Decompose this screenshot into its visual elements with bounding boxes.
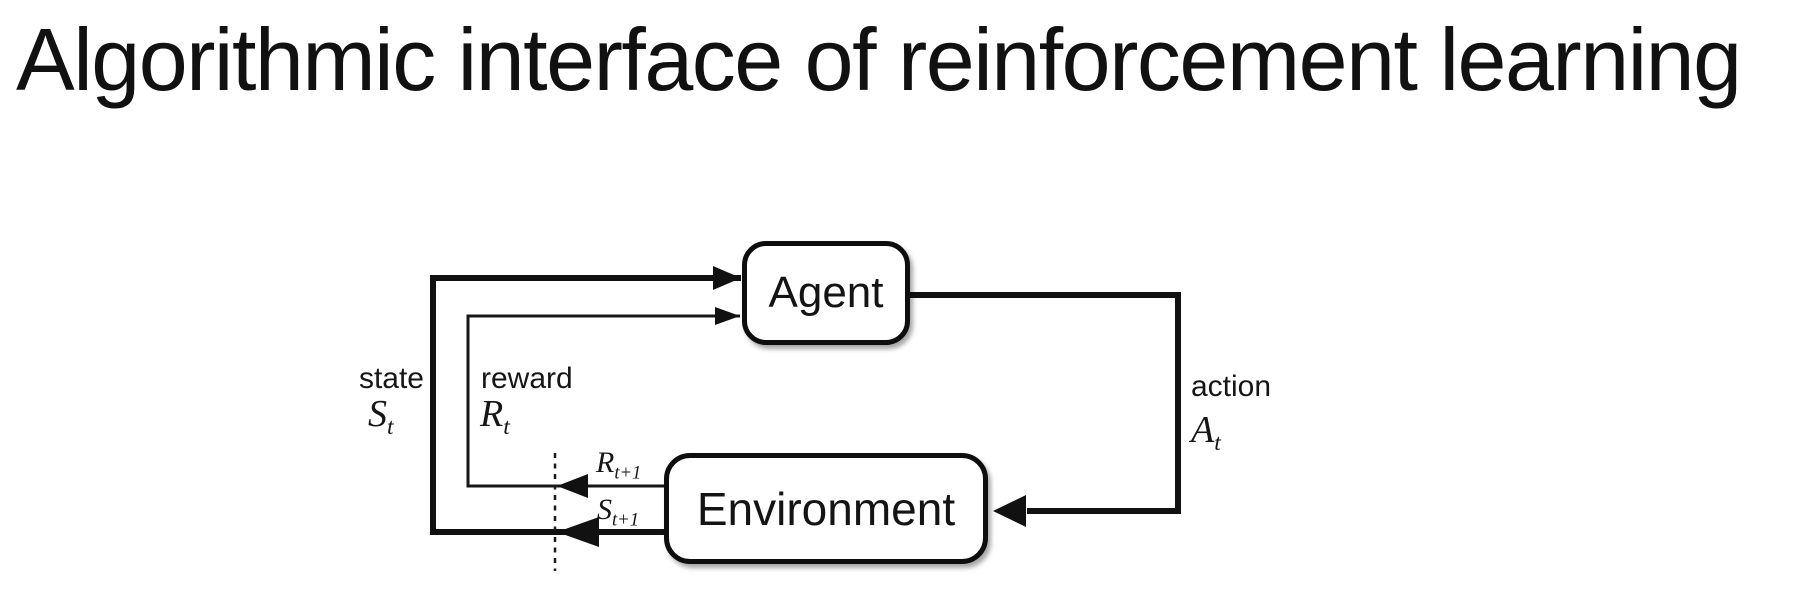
slide-title: Algorithmic interface of reinforcement l… <box>16 10 1742 109</box>
action-symbol: At <box>1191 409 1221 455</box>
next-state-symbol-letter: S <box>597 493 612 526</box>
agent-box: Agent <box>742 241 910 345</box>
next-reward-symbol: Rt+1 <box>596 446 641 483</box>
state-symbol-letter: S <box>368 393 387 435</box>
action-symbol-letter: A <box>1191 409 1215 451</box>
reward-label: reward <box>481 362 573 395</box>
arrowhead-action-to-environment-icon <box>993 495 1026 527</box>
action-label: action <box>1191 370 1272 403</box>
state-loop-line <box>430 275 741 535</box>
next-state-symbol-subscript: t+1 <box>612 509 640 531</box>
environment-box: Environment <box>664 453 988 564</box>
next-reward-symbol-subscript: t+1 <box>614 462 642 484</box>
arrowhead-state-to-agent-icon <box>713 266 741 290</box>
arrowhead-next-state-icon <box>557 517 599 547</box>
next-state-symbol: St+1 <box>597 493 639 530</box>
next-reward-symbol-letter: R <box>596 446 615 479</box>
state-symbol-subscript: t <box>387 414 394 441</box>
environment-label: Environment <box>696 482 956 535</box>
state-symbol: St <box>368 393 394 439</box>
arrowhead-reward-to-agent-icon <box>715 307 740 325</box>
reward-symbol-subscript: t <box>503 414 510 441</box>
state-label: state <box>358 362 424 395</box>
reward-symbol-letter: R <box>480 393 504 435</box>
arrowhead-next-reward-icon <box>557 474 588 498</box>
agent-label: Agent <box>768 268 884 317</box>
reward-symbol: Rt <box>480 393 510 439</box>
action-symbol-subscript: t <box>1214 430 1221 457</box>
action-loop-line <box>906 292 1181 514</box>
